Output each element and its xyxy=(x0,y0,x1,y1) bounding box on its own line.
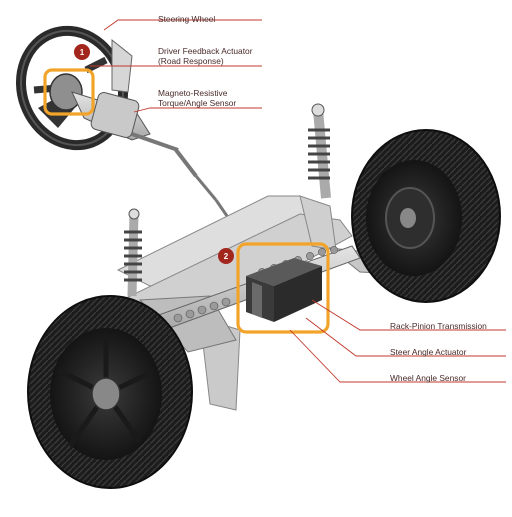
steer-angle-actuator-box xyxy=(246,258,322,322)
front-right-wheel xyxy=(351,129,501,303)
svg-text:2: 2 xyxy=(224,252,229,261)
highlight-box-feedback-actuator xyxy=(43,68,95,116)
label-driver-feedback-actuator: Driver Feedback Actuator xyxy=(158,46,253,56)
front-right-shock xyxy=(308,103,331,199)
highlight-box-steer-actuator xyxy=(236,242,330,334)
label-torque-sensor-subtitle: Torque/Angle Sensor xyxy=(158,98,237,108)
front-left-wheel xyxy=(27,295,193,489)
label-steer-angle-actuator: Steer Angle Actuator xyxy=(390,347,467,357)
label-torque-sensor: Magneto-Resistive xyxy=(158,88,228,98)
badge-2: 2 xyxy=(218,248,234,264)
leader-wheel-angle xyxy=(289,329,506,383)
label-rack-pinion-transmission: Rack-Pinion Transmission xyxy=(390,321,487,331)
badge-1: 1 xyxy=(74,44,90,60)
leader-rack-pinion xyxy=(311,299,506,331)
label-steering-wheel: Steering Wheel xyxy=(158,14,216,24)
label-wheel-angle-sensor: Wheel Angle Sensor xyxy=(390,373,466,383)
leader-torque-sensor xyxy=(133,107,262,113)
leader-steer-angle xyxy=(305,317,506,357)
front-left-shock xyxy=(124,208,142,297)
svg-text:1: 1 xyxy=(80,48,85,57)
leader-lines xyxy=(90,19,506,383)
leader-steering-wheel xyxy=(103,19,262,31)
label-driver-feedback-subtitle: (Road Response) xyxy=(158,56,224,66)
